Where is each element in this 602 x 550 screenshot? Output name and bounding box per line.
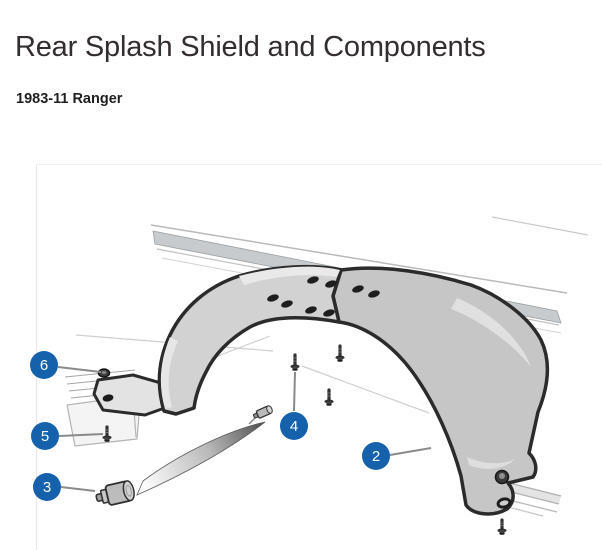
bolt-fastener-4 — [290, 353, 300, 371]
splash-shield-right-panel — [331, 266, 550, 516]
splash-shield-left-panel — [157, 264, 343, 416]
shield-bolt-holes — [267, 276, 380, 317]
nut-fastener — [97, 368, 111, 378]
splash-shield-diagram — [57, 216, 589, 535]
bolt-fastener-5 — [102, 425, 112, 442]
callout-2: 2 — [362, 442, 390, 470]
sweep-arrow — [136, 421, 266, 496]
leader-lines — [57, 366, 432, 492]
callout-4: 4 — [280, 412, 308, 440]
shield-right-foot-details — [494, 469, 512, 509]
push-pin-fastener — [95, 480, 135, 506]
bolt-fastener-b — [335, 344, 345, 362]
bolt-fastener-bottom — [497, 518, 507, 535]
shield-left-foot — [92, 373, 175, 417]
diagram-panel: 2 3 4 5 6 — [30, 164, 602, 550]
callout-6: 6 — [30, 351, 58, 379]
page-title: Rear Splash Shield and Components — [15, 31, 486, 63]
clip-fastener — [248, 405, 273, 425]
callout-5: 5 — [31, 422, 59, 450]
callout-3: 3 — [33, 473, 61, 501]
page-subtitle: 1983-11 Ranger — [16, 91, 123, 107]
bolt-fastener-a — [324, 388, 334, 406]
